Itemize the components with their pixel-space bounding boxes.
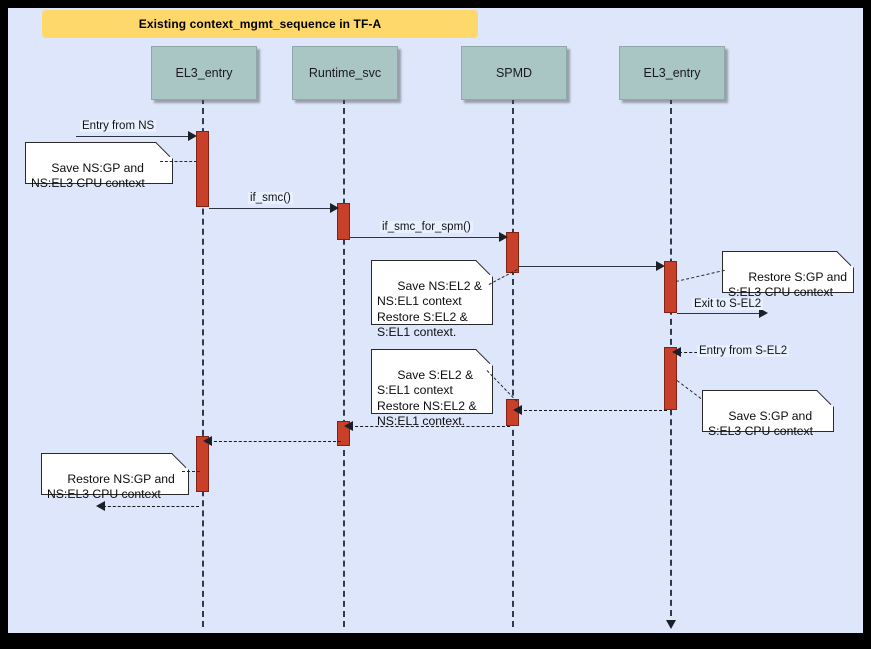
note-text: Save NS:EL2 & NS:EL1 context Restore S:E… — [377, 279, 483, 339]
note-text: Restore NS:GP and NS:EL3 CPU context — [47, 472, 175, 502]
lifeline-spmd — [512, 98, 514, 627]
participant-runtime-svc[interactable]: Runtime_svc — [292, 46, 398, 100]
note-save-ns-gp: Save NS:GP and NS:EL3 CPU context — [25, 142, 173, 190]
message-label-if-smc: if_smc() — [248, 192, 293, 204]
participant-spmd[interactable]: SPMD — [461, 46, 567, 100]
note-fold-edge-icon — [171, 453, 189, 471]
message-arrow-spmd-to-el3-right — [656, 261, 665, 271]
note-text: Save NS:GP and NS:EL3 CPU context — [31, 161, 145, 191]
message-line-el3-right-to-spmd — [519, 410, 667, 411]
message-line-exit-to-s-el2 — [677, 313, 763, 314]
message-label-entry-from-s-el2: Entry from S-EL2 — [697, 345, 790, 357]
message-arrow-if-smc — [330, 203, 339, 213]
message-label-exit-to-s-el2: Exit to S-EL2 — [692, 298, 764, 310]
message-line-entry-from-ns — [76, 136, 194, 137]
message-line-el3-left-exit — [103, 506, 199, 507]
activation-el3-entry-left-1 — [196, 131, 209, 207]
note-connector-3 — [675, 269, 725, 282]
message-label-entry-from-ns: Entry from NS — [80, 120, 157, 132]
note-fold-edge-icon — [816, 390, 834, 408]
note-text: Save S:EL2 & S:EL1 context Restore NS:EL… — [377, 368, 477, 428]
note-connector-1 — [160, 161, 197, 162]
message-line-if-smc-for-spm — [350, 237, 504, 238]
message-arrow-el3-right-to-spmd — [513, 405, 522, 415]
participant-el3-entry-right[interactable]: EL3_entry — [619, 46, 725, 100]
note-connector-6 — [182, 471, 200, 472]
activation-el3-entry-right-1 — [664, 261, 677, 313]
note-text: Save S:GP and S:EL3 CPU context — [708, 409, 813, 439]
participant-label: SPMD — [495, 66, 533, 80]
message-arrow-exit-to-s-el2 — [759, 308, 768, 318]
message-arrow-if-smc-for-spm — [499, 232, 508, 242]
note-save-ns-el2-restore-s-el2: Save NS:EL2 & NS:EL1 context Restore S:E… — [371, 260, 493, 339]
message-arrow-el3-left-exit — [96, 501, 105, 511]
lifeline-el3-entry-left — [202, 98, 204, 627]
note-text: Restore S:GP and S:EL3 CPU context — [728, 270, 848, 300]
note-save-s-el2-restore-ns-el2: Save S:EL2 & S:EL1 context Restore NS:EL… — [371, 349, 493, 428]
note-fold-edge-icon — [836, 251, 854, 269]
activation-el3-entry-left-2 — [196, 436, 209, 492]
activation-el3-entry-right-2 — [664, 347, 677, 410]
message-line-runtime-svc-to-el3-left — [209, 441, 341, 442]
lifeline-end-arrow-el3-entry-right — [666, 620, 676, 629]
activation-runtime-svc-1 — [337, 203, 350, 240]
lifeline-runtime-svc — [343, 98, 345, 627]
message-line-spmd-to-el3-right — [519, 266, 662, 267]
note-restore-s-gp: Restore S:GP and S:EL3 CPU context — [722, 251, 854, 299]
note-fold-edge-icon — [155, 142, 173, 160]
note-fold-edge-icon — [475, 260, 493, 278]
participant-label: EL3_entry — [643, 66, 701, 80]
message-line-if-smc — [209, 208, 335, 209]
message-label-if-smc-for-spm: if_smc_for_spm() — [380, 221, 473, 233]
message-arrow-entry-from-s-el2 — [672, 347, 681, 357]
note-fold-edge-icon — [475, 349, 493, 367]
participant-label: EL3_entry — [175, 66, 233, 80]
activation-spmd-1 — [506, 232, 519, 273]
message-line-spmd-to-runtime-svc — [350, 426, 510, 427]
diagram-title-banner: Existing context_mgmt_sequence in TF-A — [42, 10, 478, 38]
participant-el3-entry-left[interactable]: EL3_entry — [151, 46, 257, 100]
note-restore-ns-gp: Restore NS:GP and NS:EL3 CPU context — [41, 453, 189, 501]
note-save-s-gp: Save S:GP and S:EL3 CPU context — [702, 390, 834, 438]
message-arrow-entry-from-ns — [188, 131, 197, 141]
diagram-canvas: Existing context_mgmt_sequence in TF-A E… — [8, 8, 863, 633]
note-connector-5 — [676, 380, 702, 399]
message-arrow-spmd-to-runtime-svc — [344, 421, 353, 431]
message-arrow-runtime-svc-to-el3-left — [203, 436, 212, 446]
participant-label: Runtime_svc — [308, 66, 382, 80]
